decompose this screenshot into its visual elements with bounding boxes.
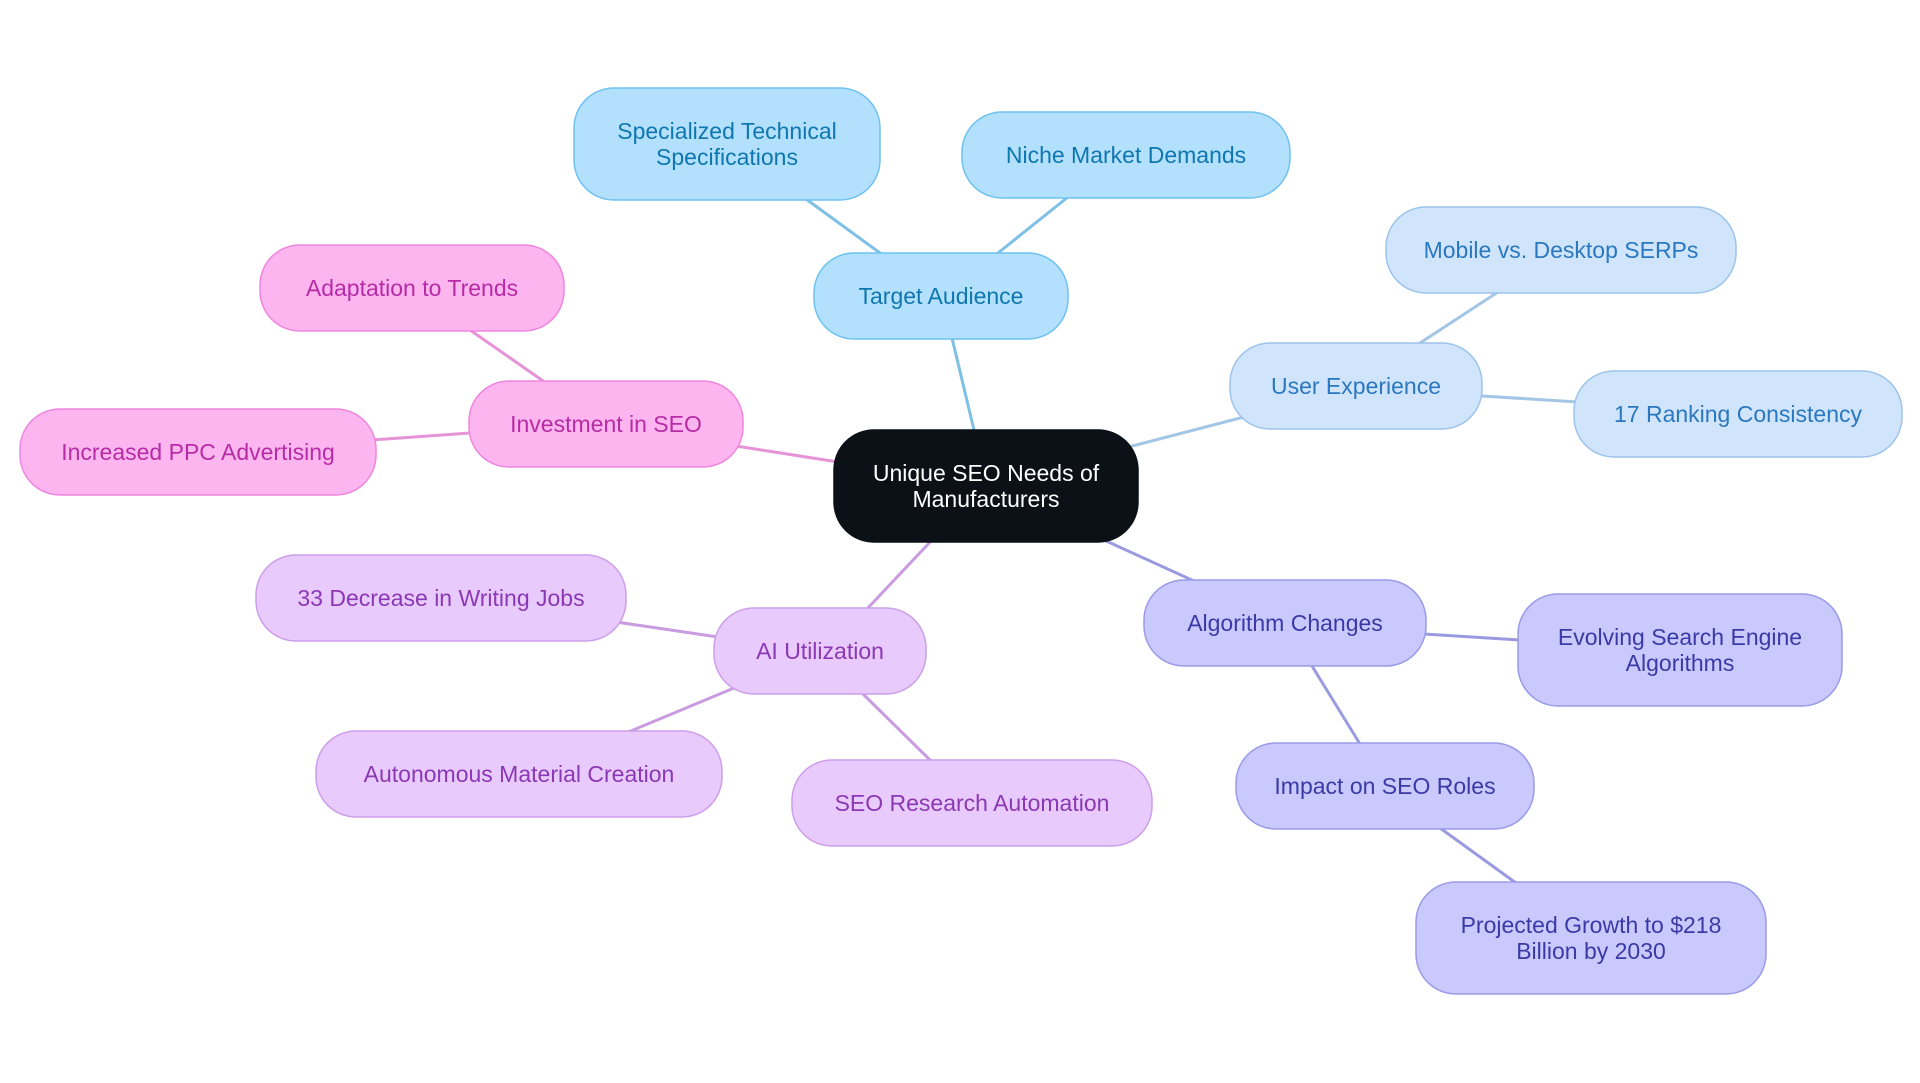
edge-investment-in-seo	[734, 444, 840, 464]
edge-projected-growth	[1438, 826, 1518, 885]
node-label-line: Specialized Technical	[617, 118, 837, 144]
node-user-experience[interactable]: User Experience	[1229, 342, 1483, 430]
node-box-ai-utilization	[713, 607, 927, 695]
node-increased-ppc-advertising[interactable]: Increased PPC Advertising	[19, 408, 377, 496]
edge-algorithm-changes	[1102, 538, 1196, 583]
node-label-line: Manufacturers	[912, 486, 1059, 512]
node-box-increased-ppc-advertising	[19, 408, 377, 496]
node-label-target-audience: Target Audience	[859, 283, 1024, 309]
node-box-specialized-technical-specifications	[573, 87, 881, 201]
node-33-decrease-in-writing-jobs[interactable]: 33 Decrease in Writing Jobs	[255, 554, 627, 642]
node-label-line: User Experience	[1271, 373, 1441, 399]
node-label-seo-research-automation: SEO Research Automation	[835, 790, 1110, 816]
node-box-investment-in-seo	[468, 380, 744, 468]
node-niche-market-demands[interactable]: Niche Market Demands	[961, 111, 1291, 199]
node-label-line: Algorithms	[1626, 650, 1735, 676]
node-label-niche-market-demands: Niche Market Demands	[1006, 142, 1246, 168]
node-box-user-experience	[1229, 342, 1483, 430]
node-label-line: Increased PPC Advertising	[61, 439, 335, 465]
node-label-line: Unique SEO Needs of	[873, 460, 1100, 486]
node-label-line: Billion by 2030	[1516, 938, 1666, 964]
node-label-line: Evolving Search Engine	[1558, 624, 1802, 650]
node-label-impact-on-seo-roles: Impact on SEO Roles	[1274, 773, 1495, 799]
node-box-adaptation-to-trends	[259, 244, 565, 332]
node-label-autonomous-material-creation: Autonomous Material Creation	[364, 761, 675, 787]
edge-impact-on-seo-roles	[1310, 664, 1362, 746]
node-label-line: 33 Decrease in Writing Jobs	[297, 585, 584, 611]
node-impact-on-seo-roles[interactable]: Impact on SEO Roles	[1235, 742, 1535, 830]
node-label-line: Adaptation to Trends	[306, 275, 518, 301]
edge-seo-research-automation	[860, 691, 932, 762]
node-box-17-ranking-consistency	[1573, 370, 1903, 458]
node-box-mobile-vs-desktop-serps	[1385, 206, 1737, 294]
node-label-ai-utilization: AI Utilization	[756, 638, 884, 664]
node-label-33-decrease-in-writing-jobs: 33 Decrease in Writing Jobs	[297, 585, 584, 611]
node-label-line: SEO Research Automation	[835, 790, 1110, 816]
node-label-algorithm-changes: Algorithm Changes	[1187, 610, 1383, 636]
node-box-algorithm-changes	[1143, 579, 1427, 667]
node-box-target-audience	[813, 252, 1069, 340]
node-box-impact-on-seo-roles	[1235, 742, 1535, 830]
node-autonomous-material-creation[interactable]: Autonomous Material Creation	[315, 730, 723, 818]
node-label-line: Algorithm Changes	[1187, 610, 1383, 636]
edge-target-audience	[950, 336, 976, 432]
edge-evolving-search-engine-algorithms	[1422, 632, 1522, 642]
node-label-mobile-vs-desktop-serps: Mobile vs. Desktop SERPs	[1424, 237, 1699, 263]
node-seo-research-automation[interactable]: SEO Research Automation	[791, 759, 1153, 847]
node-label-17-ranking-consistency: 17 Ranking Consistency	[1614, 401, 1863, 427]
node-label-line: AI Utilization	[756, 638, 884, 664]
node-17-ranking-consistency[interactable]: 17 Ranking Consistency	[1573, 370, 1903, 458]
edge-mobile-vs-desktop-serps	[1418, 290, 1500, 345]
node-box-niche-market-demands	[961, 111, 1291, 199]
node-box-33-decrease-in-writing-jobs	[255, 554, 627, 642]
edge-17-ranking-consistency	[1480, 394, 1580, 404]
node-ai-utilization[interactable]: AI Utilization	[713, 607, 927, 695]
node-label-line: 17 Ranking Consistency	[1614, 401, 1863, 427]
node-box-evolving-search-engine-algorithms	[1517, 593, 1843, 707]
node-label-line: Mobile vs. Desktop SERPs	[1424, 237, 1699, 263]
node-label-line: Niche Market Demands	[1006, 142, 1246, 168]
node-label-line: Projected Growth to $218	[1461, 912, 1722, 938]
edge-niche-market-demands	[996, 195, 1070, 255]
node-mobile-vs-desktop-serps[interactable]: Mobile vs. Desktop SERPs	[1385, 206, 1737, 294]
edge-specialized-technical-specifications	[804, 197, 882, 255]
node-box-autonomous-material-creation	[315, 730, 723, 818]
edge-ai-utilization	[864, 538, 934, 612]
node-box-root	[833, 429, 1139, 543]
edge-increased-ppc-advertising	[370, 431, 472, 442]
node-label-investment-in-seo: Investment in SEO	[510, 411, 702, 437]
node-label-increased-ppc-advertising: Increased PPC Advertising	[61, 439, 335, 465]
node-target-audience[interactable]: Target Audience	[813, 252, 1069, 340]
node-label-line: Autonomous Material Creation	[364, 761, 675, 787]
node-algorithm-changes[interactable]: Algorithm Changes	[1143, 579, 1427, 667]
node-box-seo-research-automation	[791, 759, 1153, 847]
node-label-line: Investment in SEO	[510, 411, 702, 437]
edge-adaptation-to-trends	[468, 328, 548, 385]
node-label-adaptation-to-trends: Adaptation to Trends	[306, 275, 518, 301]
node-label-line: Target Audience	[859, 283, 1024, 309]
node-box-projected-growth	[1415, 881, 1767, 995]
node-investment-in-seo[interactable]: Investment in SEO	[468, 380, 744, 468]
node-adaptation-to-trends[interactable]: Adaptation to Trends	[259, 244, 565, 332]
node-label-line: Impact on SEO Roles	[1274, 773, 1495, 799]
edge-user-experience	[1130, 415, 1246, 448]
mindmap-edges	[370, 195, 1580, 885]
node-label-user-experience: User Experience	[1271, 373, 1441, 399]
edge-autonomous-material-creation	[624, 686, 736, 735]
edge-33-decrease-in-writing-jobs	[614, 620, 720, 639]
node-label-line: Specifications	[656, 144, 798, 170]
